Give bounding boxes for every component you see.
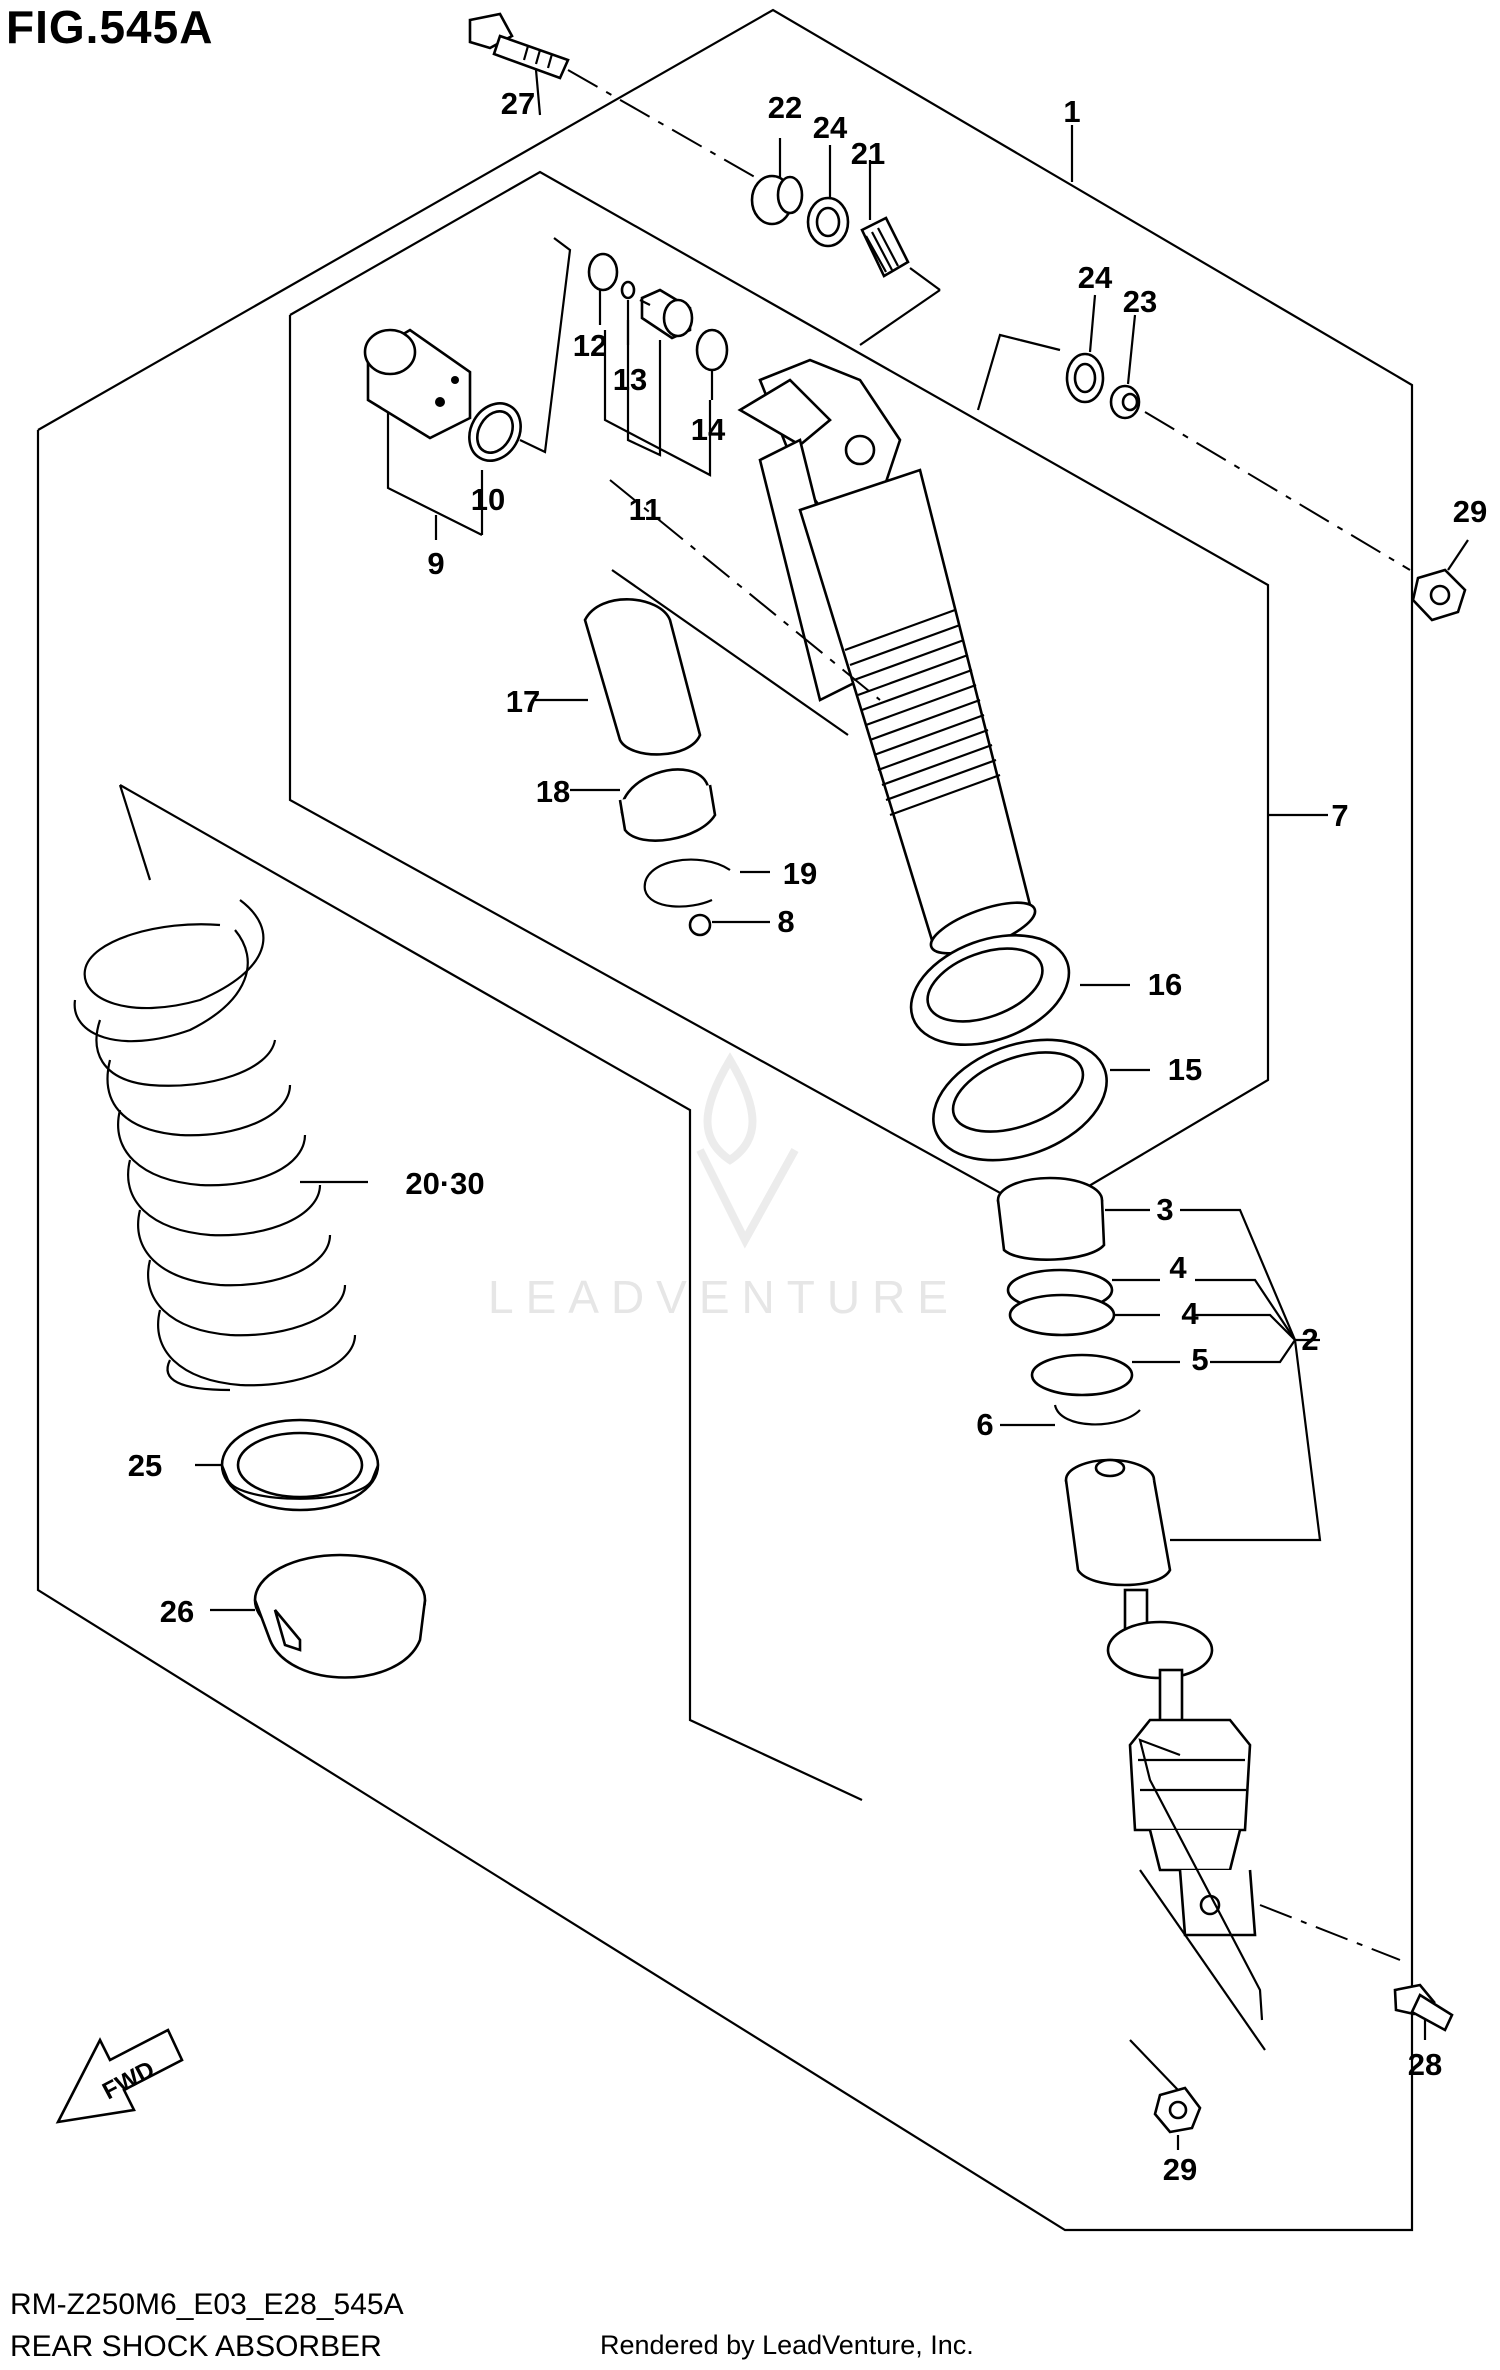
watermark-logo (696, 1052, 799, 1249)
callout-24a: 24 (813, 110, 848, 145)
diagram-caption: REAR SHOCK ABSORBER (10, 2330, 382, 2363)
callout-20-30: 20·30 (405, 1166, 484, 1201)
part-22-collar (750, 174, 804, 226)
forward-arrow-icon: FWD (55, 2028, 184, 2124)
render-credit: Rendered by LeadVenture, Inc. (600, 2330, 974, 2360)
callout-26: 26 (160, 1594, 194, 1629)
assembly-frame-inner (288, 170, 1270, 1217)
part-11-valve (639, 288, 694, 340)
callout-2: 2 (1301, 1322, 1318, 1357)
callout-19: 19 (783, 856, 817, 891)
assembly-frame-outer (36, 8, 1414, 2232)
part-3-collar (996, 1176, 1106, 1261)
callout-8: 8 (777, 904, 794, 939)
callout-14: 14 (691, 412, 726, 447)
callout-4b: 4 (1181, 1296, 1199, 1331)
part-14-o-ring (695, 328, 729, 372)
callout-28: 28 (1408, 2047, 1442, 2082)
part-12-o-ring (587, 252, 619, 292)
callout-27: 27 (501, 86, 535, 121)
part-19-circlip (643, 858, 731, 908)
callout-15: 15 (1168, 1052, 1202, 1087)
part-26-spring-stopper (253, 1553, 427, 1679)
spring-group-frame (118, 784, 863, 1801)
callout-29a: 29 (1453, 494, 1487, 529)
callout-24b: 24 (1078, 260, 1113, 295)
part-2-damper-rod-assembly (1064, 1458, 1257, 1937)
part-20-30-spring (73, 899, 357, 1392)
callout-17: 17 (506, 684, 540, 719)
part-7-shock-body (737, 358, 1037, 955)
part-15-lock-nut (932, 1038, 1108, 1162)
callout-9: 9 (427, 546, 444, 581)
callout-10: 10 (471, 482, 505, 517)
callout-7: 7 (1331, 798, 1348, 833)
part-28-bolt (1393, 1983, 1454, 2032)
callout-4a: 4 (1169, 1250, 1187, 1285)
part-8-ball (688, 913, 712, 937)
callout-1: 1 (1063, 94, 1080, 129)
figure-title: FIG.545A (6, 1, 214, 53)
part-21-needle-bearing (860, 216, 910, 278)
part-27-bolt (468, 12, 570, 80)
part-29-nut-top (1411, 568, 1467, 622)
part-24-seal-top (806, 196, 850, 248)
callout-16: 16 (1148, 967, 1182, 1002)
part-24-seal-right (1065, 352, 1105, 404)
callout-5: 5 (1191, 1342, 1208, 1377)
callout-12: 12 (573, 328, 607, 363)
watermark: LEADVENTURE (488, 1271, 960, 1323)
callout-labels: 1 2 3 4 4 5 6 7 8 9 10 11 12 13 14 15 16… (128, 86, 1487, 2187)
diagram-code: RM-Z250M6_E03_E28_545A (10, 2288, 404, 2321)
part-5-spring-ring (1030, 1353, 1134, 1397)
callout-6: 6 (976, 1407, 993, 1442)
part-16-lock-nut (909, 933, 1071, 1047)
part-9-reservoir-cap (363, 328, 472, 440)
callout-3: 3 (1156, 1192, 1173, 1227)
callout-25: 25 (128, 1448, 162, 1483)
part-6-clip (1053, 1404, 1141, 1426)
callout-23: 23 (1123, 284, 1157, 319)
callout-18: 18 (536, 774, 570, 809)
leader-lines (534, 69, 1469, 2150)
part-4-ring-b (1008, 1293, 1116, 1337)
part-10-o-ring (468, 402, 522, 462)
callout-11: 11 (629, 492, 662, 527)
part-18-reservoir-piston (618, 768, 717, 842)
part-23-collar (1109, 384, 1141, 420)
callout-21: 21 (851, 136, 885, 171)
part-17-bladder (583, 598, 702, 756)
callout-13: 13 (613, 362, 647, 397)
part-13-small-ring (620, 280, 636, 300)
part-25-spring-seat (220, 1418, 380, 1512)
callout-29b: 29 (1163, 2152, 1197, 2187)
part-29-nut-bottom (1153, 2086, 1202, 2134)
callout-22: 22 (768, 90, 802, 125)
